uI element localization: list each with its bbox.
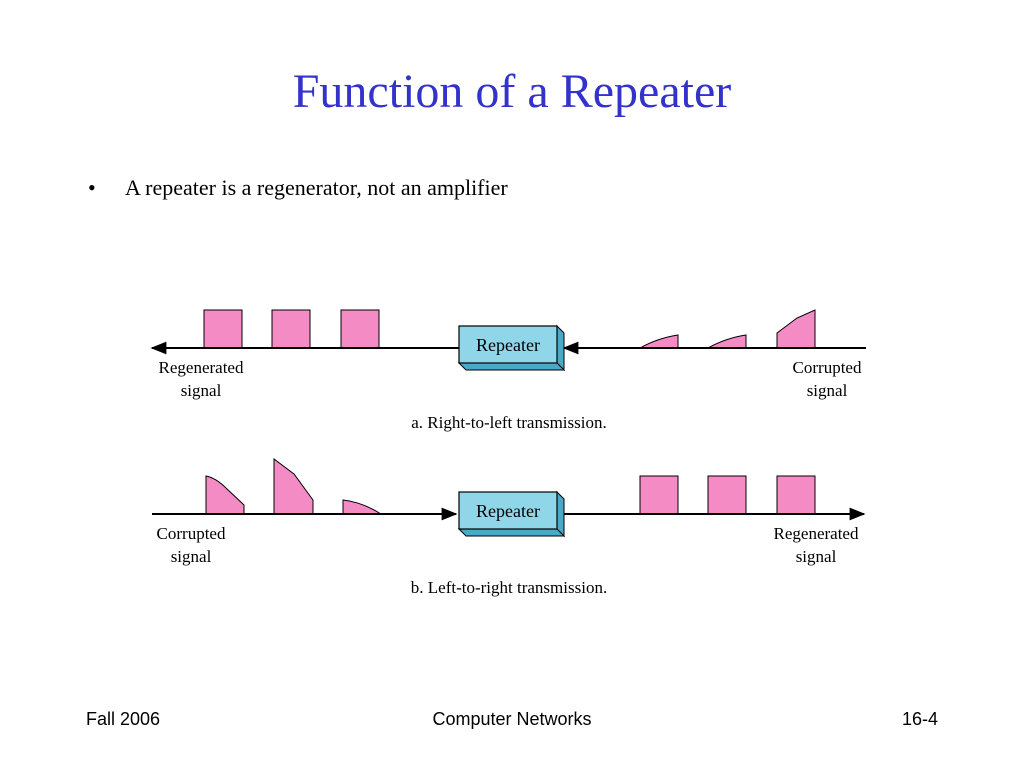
- right-label-line1: Regenerated: [774, 524, 859, 543]
- panel-b: Repeater Corrupted signal Regenerated si…: [152, 458, 866, 597]
- regenerated-pulse: [340, 309, 380, 349]
- corrupted-pulse: [205, 475, 245, 515]
- corrupted-pulse: [776, 309, 816, 349]
- corrupted-pulse: [342, 499, 383, 515]
- repeater-label: Repeater: [476, 501, 540, 521]
- footer-date: Fall 2006: [86, 709, 161, 729]
- regenerated-pulse: [707, 475, 747, 515]
- footer-page-number: 16-4: [901, 709, 938, 729]
- panel-caption: a. Right-to-left transmission.: [411, 413, 606, 432]
- repeater-box: Repeater: [457, 490, 566, 538]
- repeater-label: Repeater: [476, 335, 540, 355]
- regenerated-pulse: [639, 475, 679, 515]
- panel-a: Repeater Regenerated signal Corrupted si…: [150, 309, 866, 432]
- corrupted-pulse: [706, 334, 747, 349]
- right-label-line2: signal: [796, 547, 837, 566]
- repeater-box: Repeater: [457, 324, 566, 372]
- panel-caption: b. Left-to-right transmission.: [411, 578, 607, 597]
- bullet-item: • A repeater is a regenerator, not an amp…: [88, 174, 508, 202]
- corrupted-pulse: [273, 458, 314, 515]
- right-label-line2: signal: [807, 381, 848, 400]
- slide-title: Function of a Repeater: [292, 65, 732, 118]
- footer-course: Computer Networks: [432, 709, 592, 729]
- right-label-line1: Corrupted: [793, 358, 862, 377]
- left-label-line1: Corrupted: [157, 524, 226, 543]
- left-label-line2: signal: [171, 547, 212, 566]
- bullet-marker: •: [88, 175, 96, 200]
- left-label-line2: signal: [181, 381, 222, 400]
- regenerated-pulse: [203, 309, 243, 349]
- bullet-text: A repeater is a regenerator, not an ampl…: [125, 175, 508, 200]
- regenerated-pulse: [271, 309, 311, 349]
- left-label-line1: Regenerated: [159, 358, 244, 377]
- regenerated-pulse: [776, 475, 816, 515]
- corrupted-pulse: [638, 334, 679, 349]
